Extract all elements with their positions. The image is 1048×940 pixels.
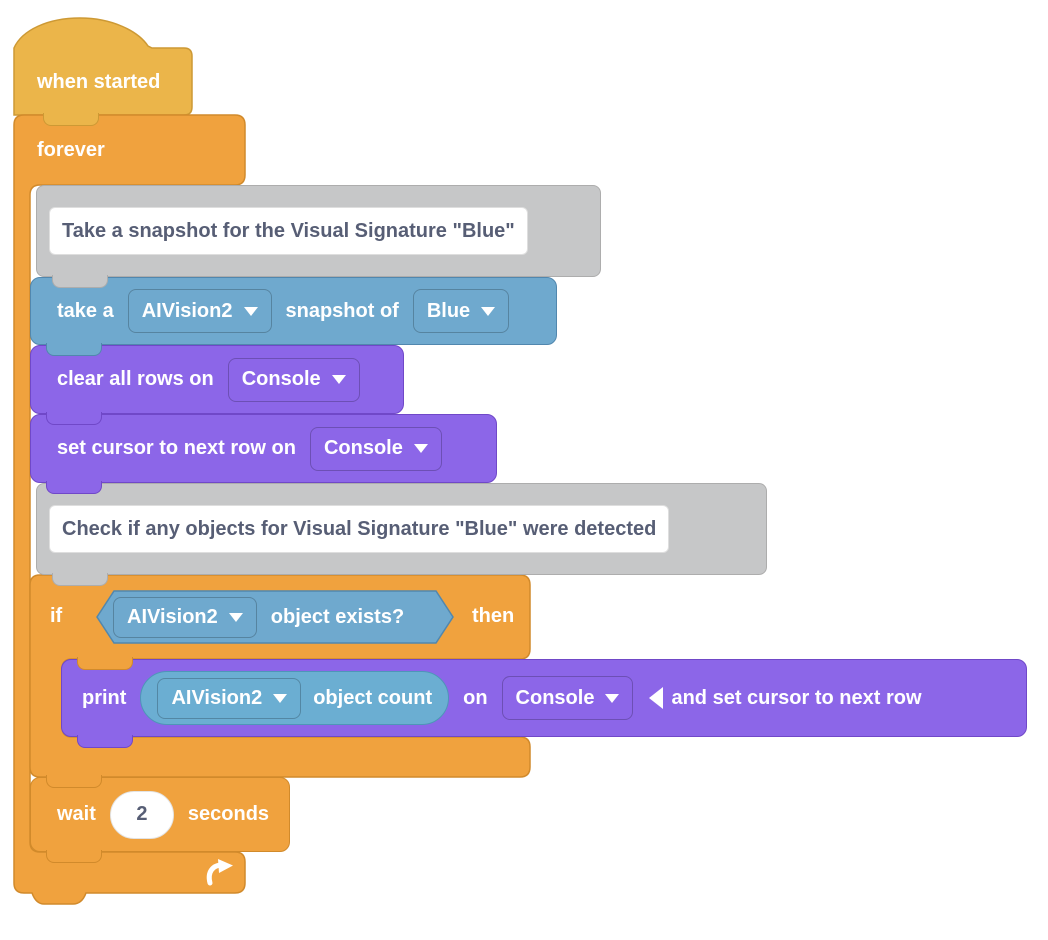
forever-block[interactable] (13, 114, 246, 905)
dropdown-caret-icon (273, 693, 288, 703)
take-snapshot-label-middle: snapshot of (285, 299, 399, 322)
signature-dropdown-value: Blue (426, 299, 471, 322)
notch-bump (46, 343, 102, 356)
collapse-arrow-icon[interactable] (649, 687, 664, 709)
set-cursor-console-dropdown[interactable]: Console (309, 426, 442, 471)
notch-bump (77, 657, 133, 670)
console-dropdown-value: Console (241, 368, 321, 390)
console-dropdown-value: Console (515, 686, 595, 709)
clear-rows-block[interactable]: clear all rows on Console (30, 345, 404, 414)
notch-bump (46, 775, 102, 788)
wait-seconds-input[interactable]: 2 (109, 790, 174, 839)
print-collapsed-label: and set cursor to next row (671, 686, 922, 709)
notch-bump (43, 113, 99, 126)
comment-text: Check if any objects for Visual Signatur… (49, 505, 670, 553)
console-dropdown-value: Console (323, 437, 403, 459)
camera-dropdown[interactable]: AIVision2 (127, 289, 272, 333)
notch-bump (46, 481, 102, 494)
forever-label: forever (37, 139, 105, 161)
condition-label: object exists? (270, 605, 405, 628)
dropdown-caret-icon (481, 306, 496, 316)
reporter-label: object count (313, 686, 433, 709)
dropdown-caret-icon (331, 375, 346, 384)
object-count-reporter[interactable]: AIVision2 object count (140, 671, 450, 725)
print-block[interactable]: print AIVision2 object count on Console … (61, 659, 1027, 737)
then-label: then (472, 605, 515, 627)
notch-bump (77, 735, 133, 748)
dropdown-caret-icon (413, 444, 428, 453)
set-cursor-label: set cursor to next row on (57, 437, 296, 459)
clear-rows-console-dropdown[interactable]: Console (227, 357, 360, 402)
dropdown-caret-icon (228, 612, 243, 622)
print-console-dropdown[interactable]: Console (501, 676, 634, 720)
take-snapshot-label-prefix: take a (57, 299, 114, 322)
wait-seconds-value: 2 (136, 803, 148, 825)
dropdown-caret-icon (605, 693, 620, 703)
set-cursor-block[interactable]: set cursor to next row on Console (30, 414, 497, 483)
clear-rows-label: clear all rows on (57, 368, 214, 390)
wait-block[interactable]: wait 2 seconds (30, 777, 290, 852)
condition-camera-dropdown[interactable]: AIVision2 (113, 596, 257, 638)
when-started-block[interactable] (13, 17, 193, 116)
loop-arrow-icon (206, 859, 233, 886)
signature-dropdown[interactable]: Blue (412, 289, 510, 333)
if-label: if (50, 605, 63, 627)
camera-dropdown-value: AIVision2 (141, 299, 233, 322)
hexagon-shape (96, 590, 454, 644)
dropdown-caret-icon (243, 306, 258, 316)
seconds-label: seconds (187, 803, 270, 825)
camera-dropdown-value: AIVision2 (127, 605, 218, 628)
comment-text: Take a snapshot for the Visual Signature… (49, 207, 528, 255)
notch-bump (52, 573, 108, 586)
object-exists-condition[interactable]: AIVision2 object exists? (95, 589, 455, 645)
comment-block-check[interactable]: Check if any objects for Visual Signatur… (36, 483, 767, 575)
notch-bump (46, 412, 102, 425)
reporter-camera-dropdown[interactable]: AIVision2 (157, 677, 302, 719)
print-label: print (82, 686, 127, 709)
comment-block-snapshot[interactable]: Take a snapshot for the Visual Signature… (36, 185, 601, 277)
notch-bump (52, 275, 108, 288)
take-snapshot-block[interactable]: take a AIVision2 snapshot of Blue (30, 277, 557, 345)
notch-bump (46, 850, 102, 863)
wait-label: wait (57, 803, 96, 825)
print-on-label: on (463, 686, 488, 709)
when-started-label: when started (37, 71, 161, 93)
camera-dropdown-value: AIVision2 (171, 686, 263, 709)
